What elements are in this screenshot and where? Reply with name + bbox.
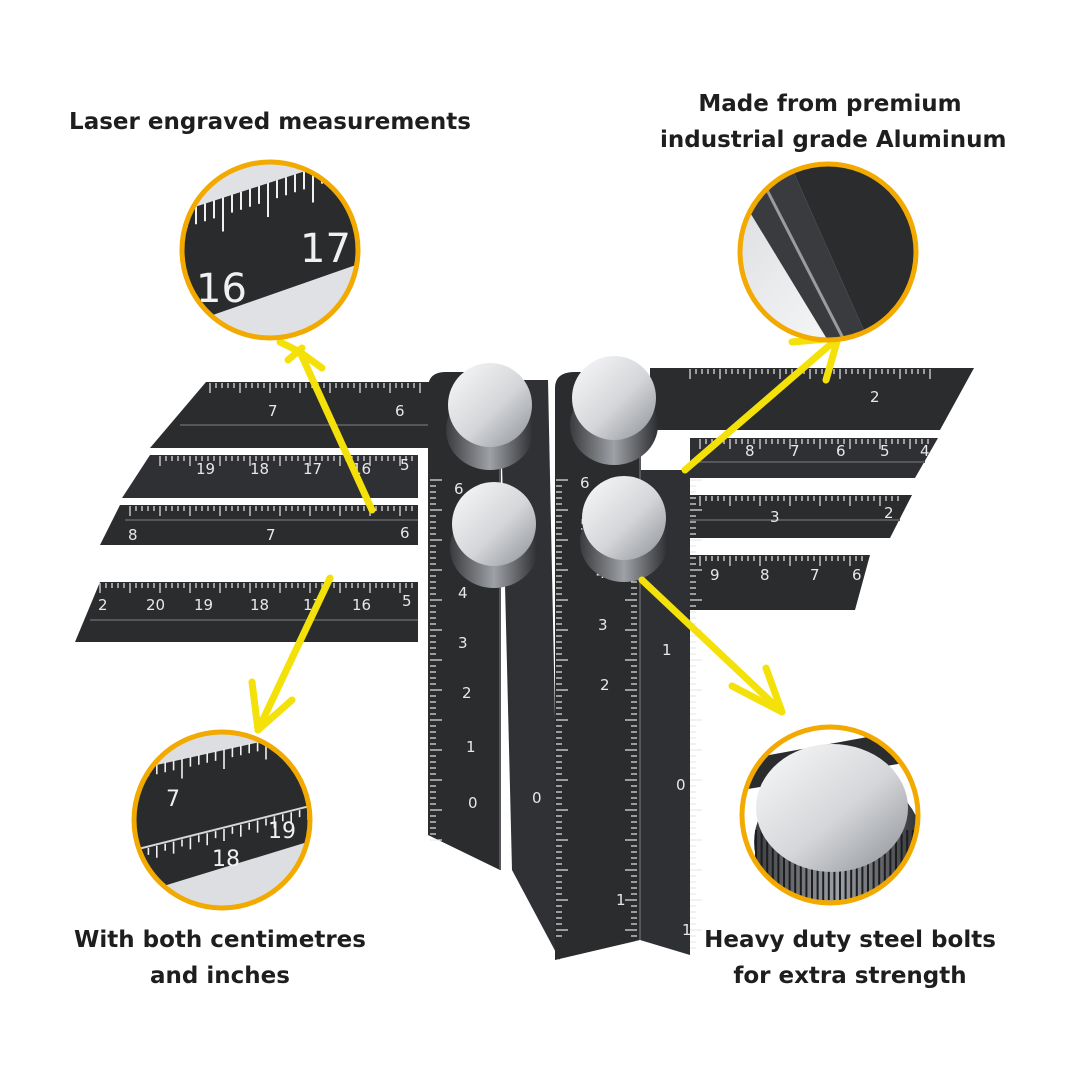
ruler-number: 19	[194, 596, 213, 614]
caption-line: and inches	[150, 963, 290, 989]
mid-arm-right	[690, 495, 912, 538]
ruler-number: 3	[458, 634, 468, 652]
zoom-number: 17	[300, 226, 351, 272]
ruler-number: 18	[250, 596, 269, 614]
caption-line: Heavy duty steel bolts	[704, 927, 996, 953]
ruler-legs	[428, 372, 690, 960]
ruler-number: 17	[303, 460, 322, 478]
ruler-arms	[75, 368, 974, 642]
ruler-number: 2	[600, 676, 610, 694]
caption-aluminum: Made from premium industrial grade Alumi…	[660, 86, 1007, 158]
ruler-number: 7	[268, 402, 278, 420]
bolt-icon	[580, 476, 668, 582]
ruler-number: 2	[98, 596, 108, 614]
arrow-icon	[276, 338, 376, 514]
zoom-bolt	[739, 724, 921, 906]
ruler-number: 7	[790, 442, 800, 460]
ruler-number: 5	[400, 456, 410, 474]
ruler-number: 6	[836, 442, 846, 460]
zoom-ring	[737, 161, 919, 343]
ruler-number: 4	[920, 442, 930, 460]
top-arm-right	[650, 368, 974, 430]
ruler-number: 8	[745, 442, 755, 460]
ruler-number: 1	[682, 921, 692, 939]
bolt-icon	[450, 482, 538, 588]
ruler-number: 8	[760, 566, 770, 584]
mid-arm-left	[100, 505, 418, 545]
ruler-ticks	[99, 369, 931, 949]
upper-rail-right	[690, 438, 938, 478]
zoom-aluminum	[737, 161, 919, 343]
caption-bolts: Heavy duty steel bolts for extra strengt…	[690, 922, 1010, 994]
zoom-number: 18	[212, 847, 240, 872]
ruler-number: 5	[880, 442, 890, 460]
ruler-number: 19	[196, 460, 215, 478]
bolts	[446, 356, 668, 588]
caption-units: With both centimetres and inches	[60, 922, 380, 994]
upper-rail-left	[122, 455, 418, 498]
bolt-icon	[570, 356, 658, 465]
arrow-icon	[248, 574, 334, 734]
ruler-number: 0	[676, 776, 686, 794]
zoom-ring	[739, 724, 921, 906]
ruler-number: 6	[400, 524, 410, 542]
bottom-arm-left	[75, 582, 418, 642]
zoom-ring	[131, 729, 313, 911]
bottom-arm-right	[690, 555, 870, 610]
zoom-laser: 16 17	[179, 159, 361, 341]
zoom-number: 19	[268, 819, 296, 844]
ruler-number: 2	[884, 504, 894, 522]
ruler-number: 3	[598, 616, 608, 634]
arrow-icon	[638, 576, 786, 716]
ruler-number: 9	[710, 566, 720, 584]
caption-line: for extra strength	[733, 963, 967, 989]
caption-line: Laser engraved measurements	[69, 109, 471, 135]
ruler-number: 4	[458, 584, 468, 602]
ruler-number: 7	[266, 526, 276, 544]
caption-laser-engraved: Laser engraved measurements	[60, 104, 480, 140]
ruler-number: 18	[250, 460, 269, 478]
top-arm-left	[150, 382, 430, 448]
ruler-number: 1	[466, 738, 476, 756]
ruler-number: 8	[128, 526, 138, 544]
caption-line: industrial grade Aluminum	[660, 127, 1007, 153]
ruler-number: 6	[395, 402, 405, 420]
zoom-ring	[179, 159, 361, 341]
ruler-number: 6	[580, 474, 590, 492]
ruler-number: 20	[146, 596, 165, 614]
zoom-units: 7 18 19 17	[131, 729, 313, 911]
caption-line: Made from premium	[698, 91, 962, 117]
zoom-number: 7	[166, 787, 180, 812]
caption-line: With both centimetres	[74, 927, 366, 953]
ruler-number: 1	[616, 891, 626, 909]
ruler-number: 16	[352, 596, 371, 614]
ruler-number: 2	[462, 684, 472, 702]
ruler-number: 2	[870, 388, 880, 406]
ruler-number: 3	[770, 508, 780, 526]
ruler-number: 1	[662, 641, 672, 659]
ruler-number: 5	[402, 592, 412, 610]
ruler-number: 7	[810, 566, 820, 584]
zoom-number: 16	[196, 266, 247, 312]
ruler-number: 0	[468, 794, 478, 812]
ruler-number: 0	[532, 789, 542, 807]
bolt-icon	[446, 363, 534, 470]
center-left-leg	[500, 380, 560, 960]
ruler-number: 6	[454, 480, 464, 498]
ruler-number: 6	[852, 566, 862, 584]
